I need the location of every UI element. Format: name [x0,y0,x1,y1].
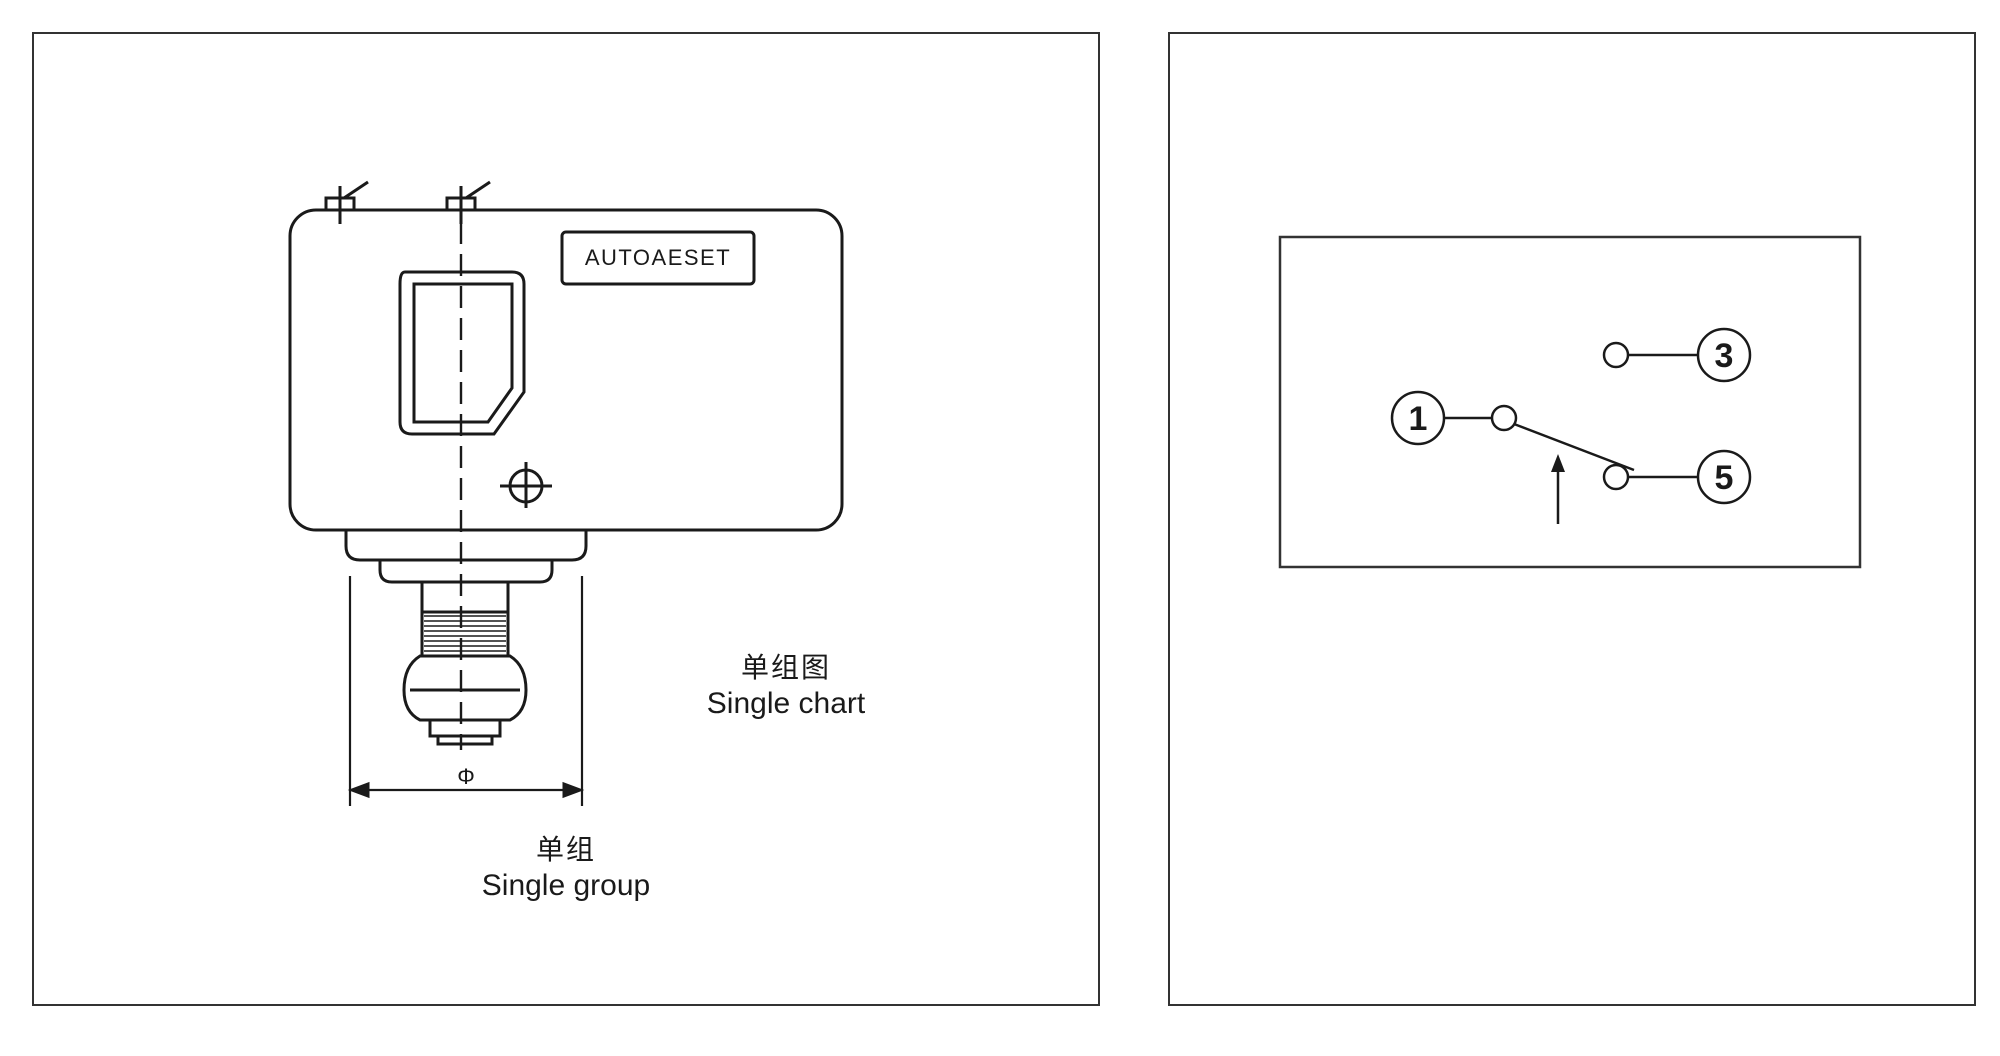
single-group-caption-en: Single group [481,869,651,902]
indicator-window-outer [398,270,526,436]
single-chart-panel [1168,32,1976,1006]
contact-3-point [1602,341,1630,369]
dimension-arrow-left [347,781,370,799]
switch-blade [1513,422,1635,472]
base-plate [344,528,588,562]
single-chart-caption-cn: 单组图 [740,651,831,684]
stem-neck [420,580,510,614]
single-chart-caption-en: Single chart [706,687,866,720]
brand-label: AUTOAESET [585,245,731,270]
top-screw-left [324,180,369,224]
wiring-schematic [1390,327,1752,524]
terminal-1-label: 1 [1409,400,1428,438]
single-group-caption: 单组 Single group [0,832,1132,905]
contact-5-point [1602,463,1630,491]
actuation-arrow-head [1551,454,1565,472]
threads [424,615,506,652]
brand-label-box [560,230,756,286]
terminal-5-label: 5 [1715,459,1734,497]
terminal-3-circle [1696,327,1752,383]
diameter-symbol: Φ [457,764,475,789]
terminal-5-circle [1696,449,1752,505]
base-collar [378,558,554,584]
switch-housing [288,208,844,532]
single-group-caption-cn: 单组 [535,833,596,866]
pressure-switch-drawing [288,180,844,806]
terminal-3-label: 3 [1715,337,1734,375]
single-group-panel [32,32,1100,1006]
common-contact [1490,404,1518,432]
indicator-window-inner [412,282,514,424]
dimension-arrow-right [562,781,585,799]
top-screw-right [445,180,491,224]
wiring-chart-frame [1278,235,1862,569]
connector-end [436,734,494,746]
single-chart-caption: 单组图 Single chart [0,650,1572,723]
connector-nut [402,654,528,722]
reset-knob [500,462,552,508]
